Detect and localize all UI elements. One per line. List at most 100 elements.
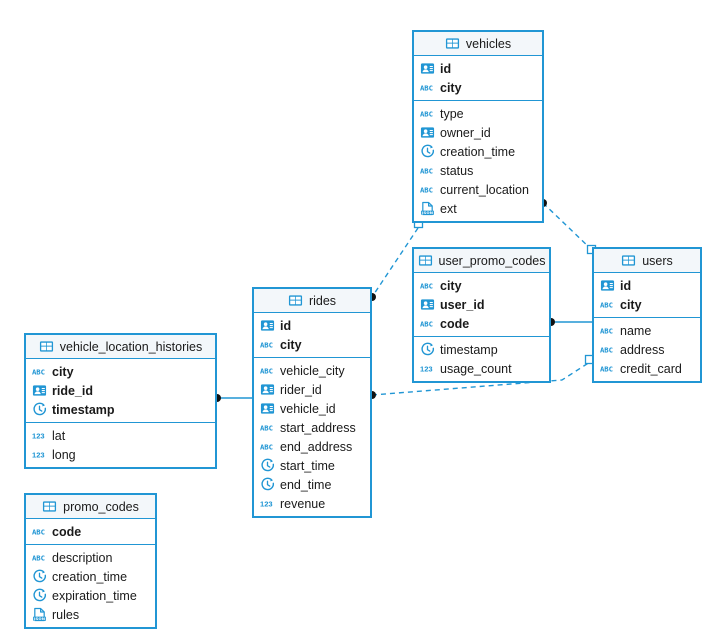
svg-text:ABC: ABC — [32, 528, 45, 537]
abc-string-icon: ABC — [32, 364, 47, 379]
svg-text:ABC: ABC — [420, 282, 433, 291]
entity-table-users[interactable]: users id ABC city ABC name ABC address A… — [592, 247, 702, 383]
field-row[interactable]: 123 usage_count — [414, 359, 549, 378]
field-row[interactable]: ABC current_location — [414, 180, 542, 199]
field-row[interactable]: ABC city — [254, 335, 370, 354]
field-name: revenue — [280, 496, 326, 511]
field-row[interactable]: JSON rules — [26, 605, 155, 624]
field-row[interactable]: ABC city — [26, 362, 215, 381]
field-row[interactable]: id — [414, 59, 542, 78]
field-name: id — [620, 278, 632, 293]
field-name: long — [52, 447, 76, 462]
entity-table-rides[interactable]: rides id ABC city ABC vehicle_city rider… — [252, 287, 372, 518]
entity-table-vehicle-location-histories[interactable]: vehicle_location_histories ABC city ride… — [24, 333, 217, 469]
field-row[interactable]: creation_time — [414, 142, 542, 161]
svg-text:ABC: ABC — [32, 554, 45, 563]
field-name: creation_time — [440, 144, 516, 159]
fields-section: 123 lat 123 long — [26, 423, 215, 467]
fields-section: ABC name ABC address ABC credit_card — [594, 318, 700, 381]
clock-timestamp-icon — [32, 402, 47, 417]
abc-string-icon: ABC — [600, 297, 615, 312]
field-name: ext — [440, 201, 457, 216]
entity-table-user-promo-codes[interactable]: user_promo_codes ABC city user_id ABC co… — [412, 247, 551, 383]
123-number-icon: 123 — [420, 361, 435, 376]
field-row[interactable]: ABC type — [414, 104, 542, 123]
abc-string-icon: ABC — [32, 550, 47, 565]
uuid-id-icon — [260, 382, 275, 397]
svg-text:ABC: ABC — [420, 84, 433, 93]
table-icon — [418, 253, 433, 268]
table-header[interactable]: vehicle_location_histories — [26, 335, 215, 359]
svg-text:ABC: ABC — [600, 346, 613, 355]
abc-string-icon: ABC — [600, 342, 615, 357]
table-header[interactable]: promo_codes — [26, 495, 155, 519]
field-row[interactable]: rider_id — [254, 380, 370, 399]
field-row[interactable]: id — [594, 276, 700, 295]
svg-text:ABC: ABC — [420, 320, 433, 329]
primary-key-section: ABC code — [26, 519, 155, 545]
field-row[interactable]: 123 revenue — [254, 494, 370, 513]
field-row[interactable]: JSON ext — [414, 199, 542, 218]
field-row[interactable]: ride_id — [26, 381, 215, 400]
field-row[interactable]: owner_id — [414, 123, 542, 142]
field-name: address — [620, 342, 665, 357]
svg-text:ABC: ABC — [420, 110, 433, 119]
clock-timestamp-icon — [420, 342, 435, 357]
field-row[interactable]: ABC status — [414, 161, 542, 180]
field-row[interactable]: timestamp — [26, 400, 215, 419]
table-header[interactable]: users — [594, 249, 700, 273]
field-row[interactable]: start_time — [254, 456, 370, 475]
clock-timestamp-icon — [260, 477, 275, 492]
table-title: promo_codes — [63, 499, 139, 514]
field-row[interactable]: timestamp — [414, 340, 549, 359]
field-name: code — [440, 316, 470, 331]
svg-text:ABC: ABC — [420, 186, 433, 195]
field-row[interactable]: creation_time — [26, 567, 155, 586]
svg-text:123: 123 — [32, 451, 45, 460]
field-row[interactable]: ABC address — [594, 340, 700, 359]
field-name: timestamp — [440, 342, 498, 357]
svg-text:ABC: ABC — [260, 424, 273, 433]
field-row[interactable]: ABC city — [414, 276, 549, 295]
field-row[interactable]: expiration_time — [26, 586, 155, 605]
field-row[interactable]: ABC start_address — [254, 418, 370, 437]
primary-key-section: id ABC city — [254, 313, 370, 358]
field-row[interactable]: 123 lat — [26, 426, 215, 445]
field-row[interactable]: id — [254, 316, 370, 335]
svg-text:ABC: ABC — [600, 301, 613, 310]
table-header[interactable]: user_promo_codes — [414, 249, 549, 273]
field-row[interactable]: vehicle_id — [254, 399, 370, 418]
abc-string-icon: ABC — [260, 420, 275, 435]
field-row[interactable]: ABC name — [594, 321, 700, 340]
field-row[interactable]: ABC credit_card — [594, 359, 700, 378]
uuid-id-icon — [260, 318, 275, 333]
field-row[interactable]: user_id — [414, 295, 549, 314]
field-row[interactable]: ABC end_address — [254, 437, 370, 456]
table-header[interactable]: vehicles — [414, 32, 542, 56]
field-name: owner_id — [440, 125, 491, 140]
field-row[interactable]: ABC code — [26, 522, 155, 541]
entity-table-vehicles[interactable]: vehicles id ABC city ABC type owner_id — [412, 30, 544, 223]
field-name: start_address — [280, 420, 356, 435]
field-row[interactable]: ABC city — [414, 78, 542, 97]
abc-string-icon: ABC — [600, 361, 615, 376]
json-icon: JSON — [420, 201, 435, 216]
field-name: usage_count — [440, 361, 512, 376]
edge-vehicles-users — [539, 199, 597, 255]
field-row[interactable]: ABC description — [26, 548, 155, 567]
table-header[interactable]: rides — [254, 289, 370, 313]
entity-table-promo-codes[interactable]: promo_codes ABC code ABC description cre… — [24, 493, 157, 629]
field-row[interactable]: ABC city — [594, 295, 700, 314]
field-name: description — [52, 550, 113, 565]
abc-string-icon: ABC — [420, 80, 435, 95]
field-row[interactable]: end_time — [254, 475, 370, 494]
abc-string-icon: ABC — [32, 524, 47, 539]
svg-text:JSON: JSON — [33, 616, 45, 621]
field-row[interactable]: 123 long — [26, 445, 215, 464]
clock-timestamp-icon — [32, 569, 47, 584]
field-name: id — [280, 318, 292, 333]
field-row[interactable]: ABC code — [414, 314, 549, 333]
table-icon — [288, 293, 303, 308]
field-row[interactable]: ABC vehicle_city — [254, 361, 370, 380]
